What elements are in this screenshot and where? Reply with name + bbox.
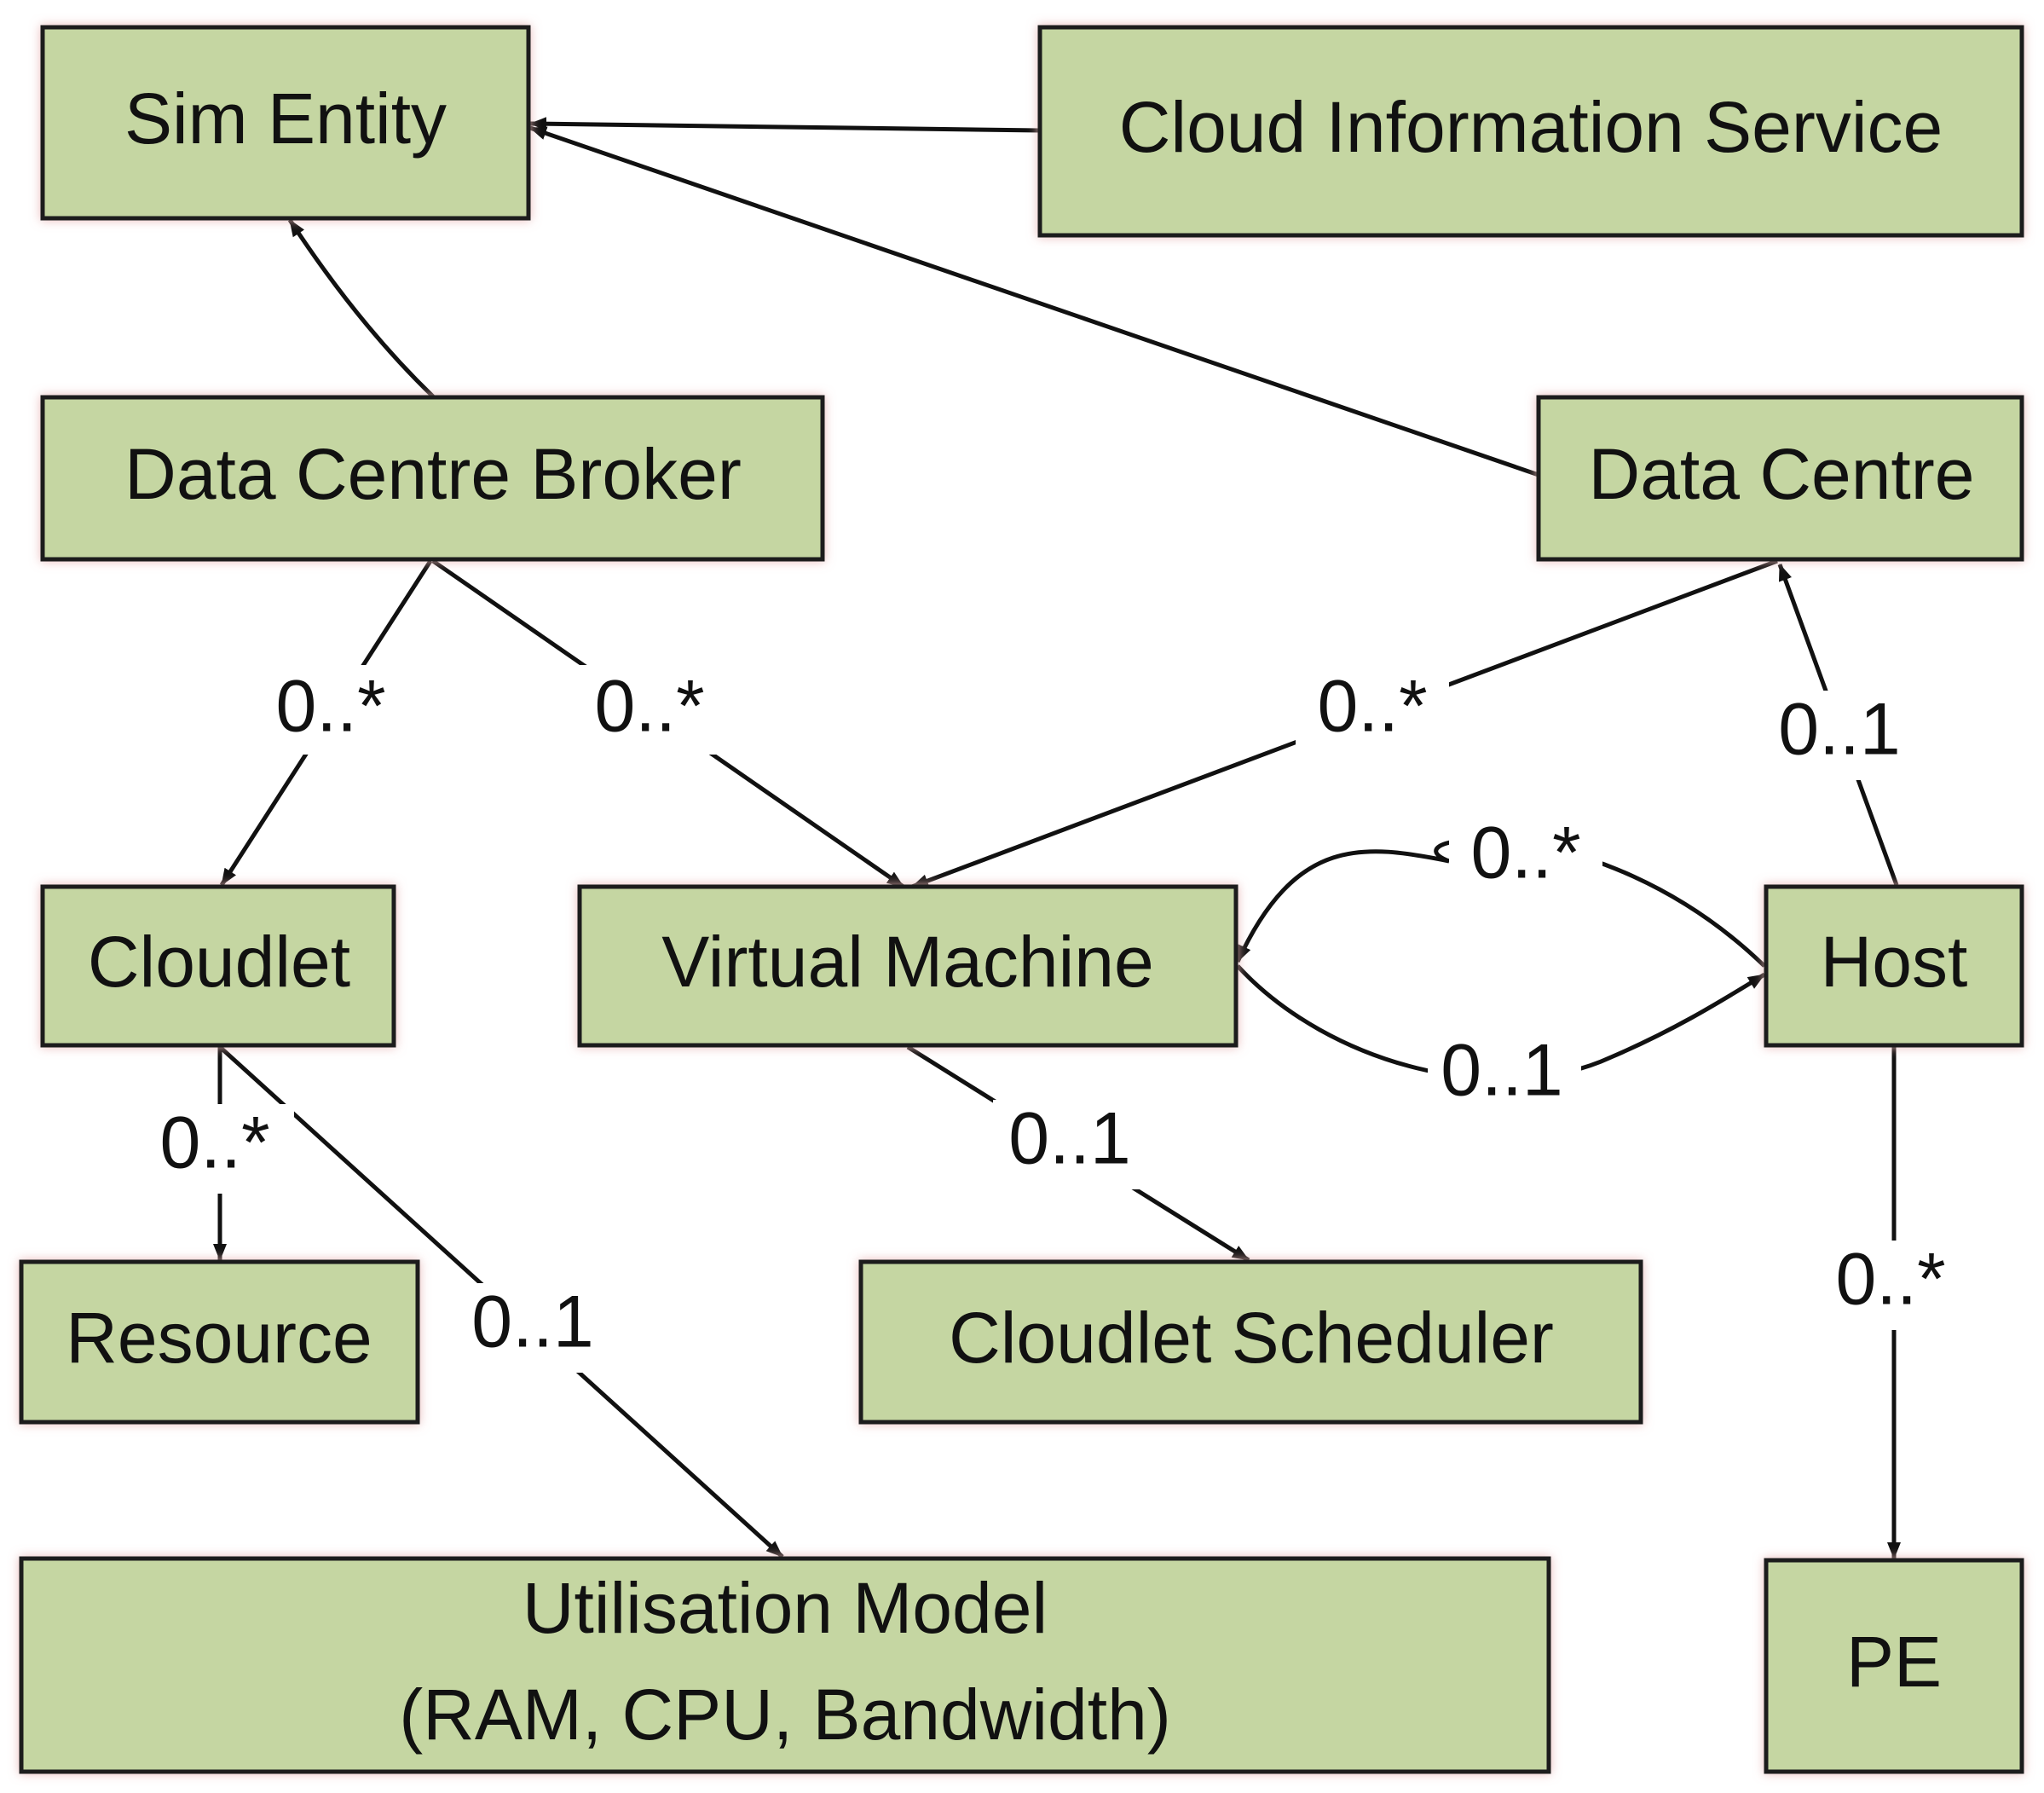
mult-host-datacentre: 0..1 <box>1778 689 1900 771</box>
mult-broker-cloudlet: 0..* <box>275 666 385 748</box>
node-host-label: Host <box>1821 922 1968 1002</box>
node-cloudlet-label: Cloudlet <box>88 922 350 1002</box>
mult-cloudlet-resource: 0..* <box>159 1102 269 1184</box>
node-sim-entity: Sim Entity <box>40 25 531 221</box>
node-cloudlet: Cloudlet <box>40 884 396 1048</box>
mult-bg <box>256 665 409 755</box>
node-data-centre-broker-label: Data Centre Broker <box>124 434 742 514</box>
node-data-centre-broker: Data Centre Broker <box>40 395 825 562</box>
mult-bg <box>1296 665 1449 755</box>
node-cloudlet-scheduler: Cloudlet Scheduler <box>858 1259 1643 1425</box>
mult-bg <box>1816 1241 1969 1330</box>
edge-broker-to-simentity <box>287 218 435 398</box>
node-utilisation-model: Utilisation Model (RAM, CPU, Bandwidth) <box>19 1556 1551 1774</box>
node-utilisation-model-sublabel: (RAM, CPU, Bandwidth) <box>399 1674 1171 1755</box>
node-pe-label: PE <box>1846 1622 1942 1702</box>
node-virtual-machine-label: Virtual Machine <box>661 922 1153 1002</box>
mult-vm-scheduler: 0..1 <box>1008 1098 1130 1180</box>
edge-cis-to-simentity <box>529 117 1041 133</box>
mult-datacentre-vm: 0..* <box>1317 666 1427 748</box>
edge-host-to-vm <box>1235 837 1766 968</box>
node-resource: Resource <box>19 1259 420 1425</box>
mult-broker-vm: 0..* <box>594 666 704 748</box>
node-data-centre-label: Data Centre <box>1589 434 1975 514</box>
node-cloudlet-scheduler-label: Cloudlet Scheduler <box>949 1298 1554 1378</box>
node-host: Host <box>1764 884 2024 1048</box>
mult-bg <box>456 1283 609 1373</box>
mult-bg <box>993 1100 1146 1189</box>
mult-bg <box>573 665 726 755</box>
node-cloud-information-service-label: Cloud Information Service <box>1119 87 1943 167</box>
mult-host-pe: 0..* <box>1835 1239 1945 1321</box>
mult-host-vm: 0..* <box>1470 813 1580 894</box>
mult-cloudlet-utilisation: 0..1 <box>471 1281 593 1363</box>
node-pe: PE <box>1764 1558 2024 1774</box>
mult-vm-host: 0..1 <box>1441 1030 1562 1112</box>
node-sim-entity-label: Sim Entity <box>124 78 447 159</box>
node-utilisation-model-label: Utilisation Model <box>523 1568 1048 1648</box>
node-cloud-information-service: Cloud Information Service <box>1037 25 2024 238</box>
node-data-centre: Data Centre <box>1536 395 2024 562</box>
node-virtual-machine: Virtual Machine <box>577 884 1239 1048</box>
mult-bg <box>1763 691 1916 780</box>
mult-bg <box>1449 814 1602 904</box>
edge-datacentre-to-simentity <box>529 125 1539 477</box>
mult-bg <box>141 1104 294 1194</box>
node-resource-label: Resource <box>66 1298 372 1378</box>
mult-bg <box>1428 1032 1581 1121</box>
